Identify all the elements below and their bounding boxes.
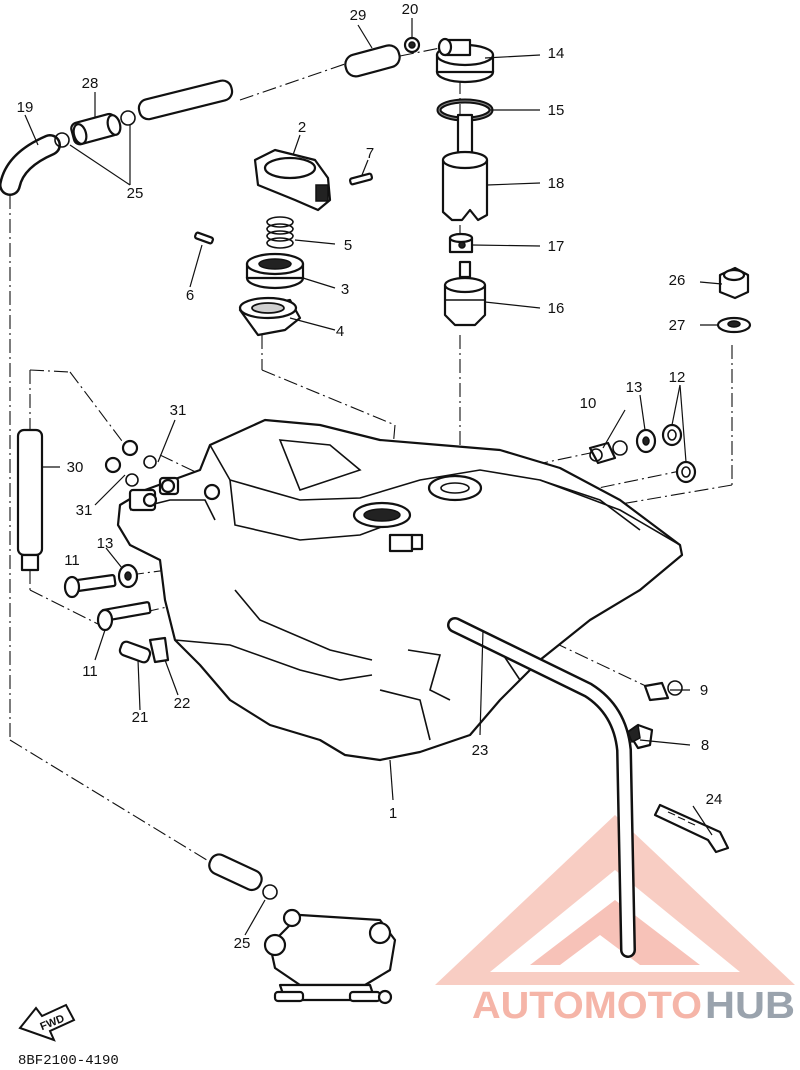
callout-23: 23 [472,742,489,759]
callout-7: 7 [366,145,374,162]
callout-17: 17 [548,238,565,255]
pump-cap-14 [435,37,495,84]
pin-7 [348,172,374,186]
callout-13-left: 13 [97,535,114,552]
drawing-code: 8BF2100-4190 [18,1053,119,1069]
clip-20 [403,36,421,54]
callout-2: 2 [298,119,306,136]
callout-10: 10 [580,395,597,412]
pump-16 [443,260,487,327]
hose-30 [16,428,44,572]
bolt-11-lower [96,601,152,632]
leader-lines [24,18,723,936]
callout-3: 3 [341,281,349,298]
callout-18: 18 [548,175,565,192]
watermark-part2: HUB [705,985,795,1027]
callout-28: 28 [82,75,99,92]
watermark-text: AUTOMOTO HUB [472,985,795,1027]
callout-16: 16 [548,300,565,317]
cap-2 [253,148,332,212]
callout-11a: 11 [64,552,80,569]
band-24 [653,803,730,854]
grommet-12 [661,423,697,484]
nut-26 [718,266,750,300]
bolt-11-upper [63,574,117,599]
hose-lower [208,853,278,900]
clamp-9 [643,680,683,702]
washer-13-left [117,563,139,589]
callout-27: 27 [669,317,686,334]
hose-19 [0,134,61,196]
callout-31-lower: 31 [76,502,93,519]
callout-13-right: 13 [626,379,643,396]
washer-27 [716,316,752,334]
pin-6 [193,231,215,245]
clamp-10 [588,440,628,465]
hose-upper [137,79,234,121]
callout-14: 14 [548,45,565,62]
band-17 [448,232,474,254]
callout-30: 30 [67,459,84,476]
callout-24: 24 [706,791,723,808]
callout-25-upper: 25 [127,185,144,202]
callout-8: 8 [701,737,709,754]
ring-3 [245,252,305,290]
callout-15: 15 [548,102,565,119]
clip-22 [148,636,170,664]
cap-8 [626,723,654,750]
fuel-tank [116,418,684,801]
breather-pipe [447,617,636,958]
watermark-logo [435,815,795,985]
joint-28 [54,110,136,148]
callout-4: 4 [336,323,344,340]
clips-31 [104,439,157,487]
callout-29: 29 [350,7,367,24]
watermark-part1: AUTOMOTO [472,985,702,1027]
callout-5: 5 [344,237,352,254]
callout-19: 19 [17,99,34,116]
callout-20: 20 [402,1,419,18]
callout-22: 22 [174,695,191,712]
callout-labels: 1 2 3 4 5 6 7 8 9 10 11 11 12 13 13 14 1… [17,1,723,952]
fuel-cock [263,908,397,1005]
spring-5 [266,216,294,249]
callout-26: 26 [669,272,686,289]
fwd-arrow-icon: FWD [18,1003,76,1042]
callout-6: 6 [186,287,194,304]
callout-11b: 11 [82,663,98,680]
callout-9: 9 [700,682,708,699]
callout-21: 21 [132,709,149,726]
callout-31-upper: 31 [170,402,187,419]
hose-29 [344,44,401,78]
washer-13-right [635,428,657,454]
callout-1: 1 [389,805,397,822]
flange-4 [238,296,302,337]
hose-21 [118,640,152,664]
callout-12: 12 [669,369,686,386]
strainer-18 [441,113,489,222]
callout-25-lower: 25 [234,935,251,952]
